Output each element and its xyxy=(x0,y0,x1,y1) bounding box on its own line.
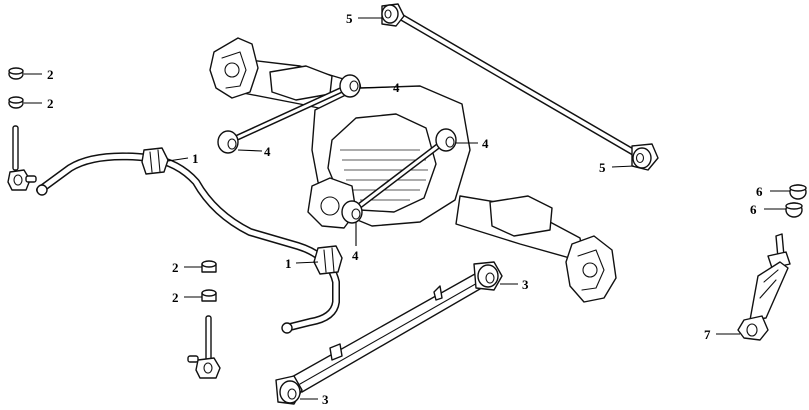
part-4-upper-links xyxy=(217,74,457,224)
callout-2-center-top: 2 xyxy=(172,260,179,275)
callout-labels: 2 2 1 1 2 2 3 3 4 4 4 4 5 5 6 6 7 xyxy=(47,11,763,407)
callout-4-upper-left: 4 xyxy=(264,144,271,159)
part-5-long-lateral-rod xyxy=(381,3,659,171)
callout-4-upper-right: 4 xyxy=(393,80,400,95)
rear-axle-housing xyxy=(209,37,617,303)
callout-5-bottom: 5 xyxy=(599,160,606,175)
callout-7: 7 xyxy=(704,327,711,342)
callout-6-top: 6 xyxy=(756,184,763,199)
callout-3-bottom: 3 xyxy=(322,392,329,407)
left-stabilizer-link xyxy=(7,125,37,191)
callout-1-bottom: 1 xyxy=(285,256,292,271)
callout-2-left-bottom: 2 xyxy=(47,96,54,111)
callout-1-top: 1 xyxy=(192,151,199,166)
part-6-shock-bushings xyxy=(785,184,807,218)
callout-4-lower-bottom: 4 xyxy=(352,248,359,263)
part-7-shock-absorber xyxy=(737,233,791,341)
center-bushings xyxy=(201,260,217,302)
part-3-lower-trailing-arm xyxy=(275,261,503,405)
leader-lines xyxy=(24,17,790,400)
part-1-stabilizer-bar xyxy=(36,147,343,334)
callout-5-top: 5 xyxy=(346,11,353,26)
callout-2-center-bottom: 2 xyxy=(172,290,179,305)
callout-6-bottom: 6 xyxy=(750,202,757,217)
callout-2-left-top: 2 xyxy=(47,67,54,82)
callout-4-lower-right: 4 xyxy=(482,136,489,151)
left-bushings xyxy=(8,67,24,109)
center-stabilizer-link xyxy=(187,315,221,379)
callout-3-top: 3 xyxy=(522,277,529,292)
